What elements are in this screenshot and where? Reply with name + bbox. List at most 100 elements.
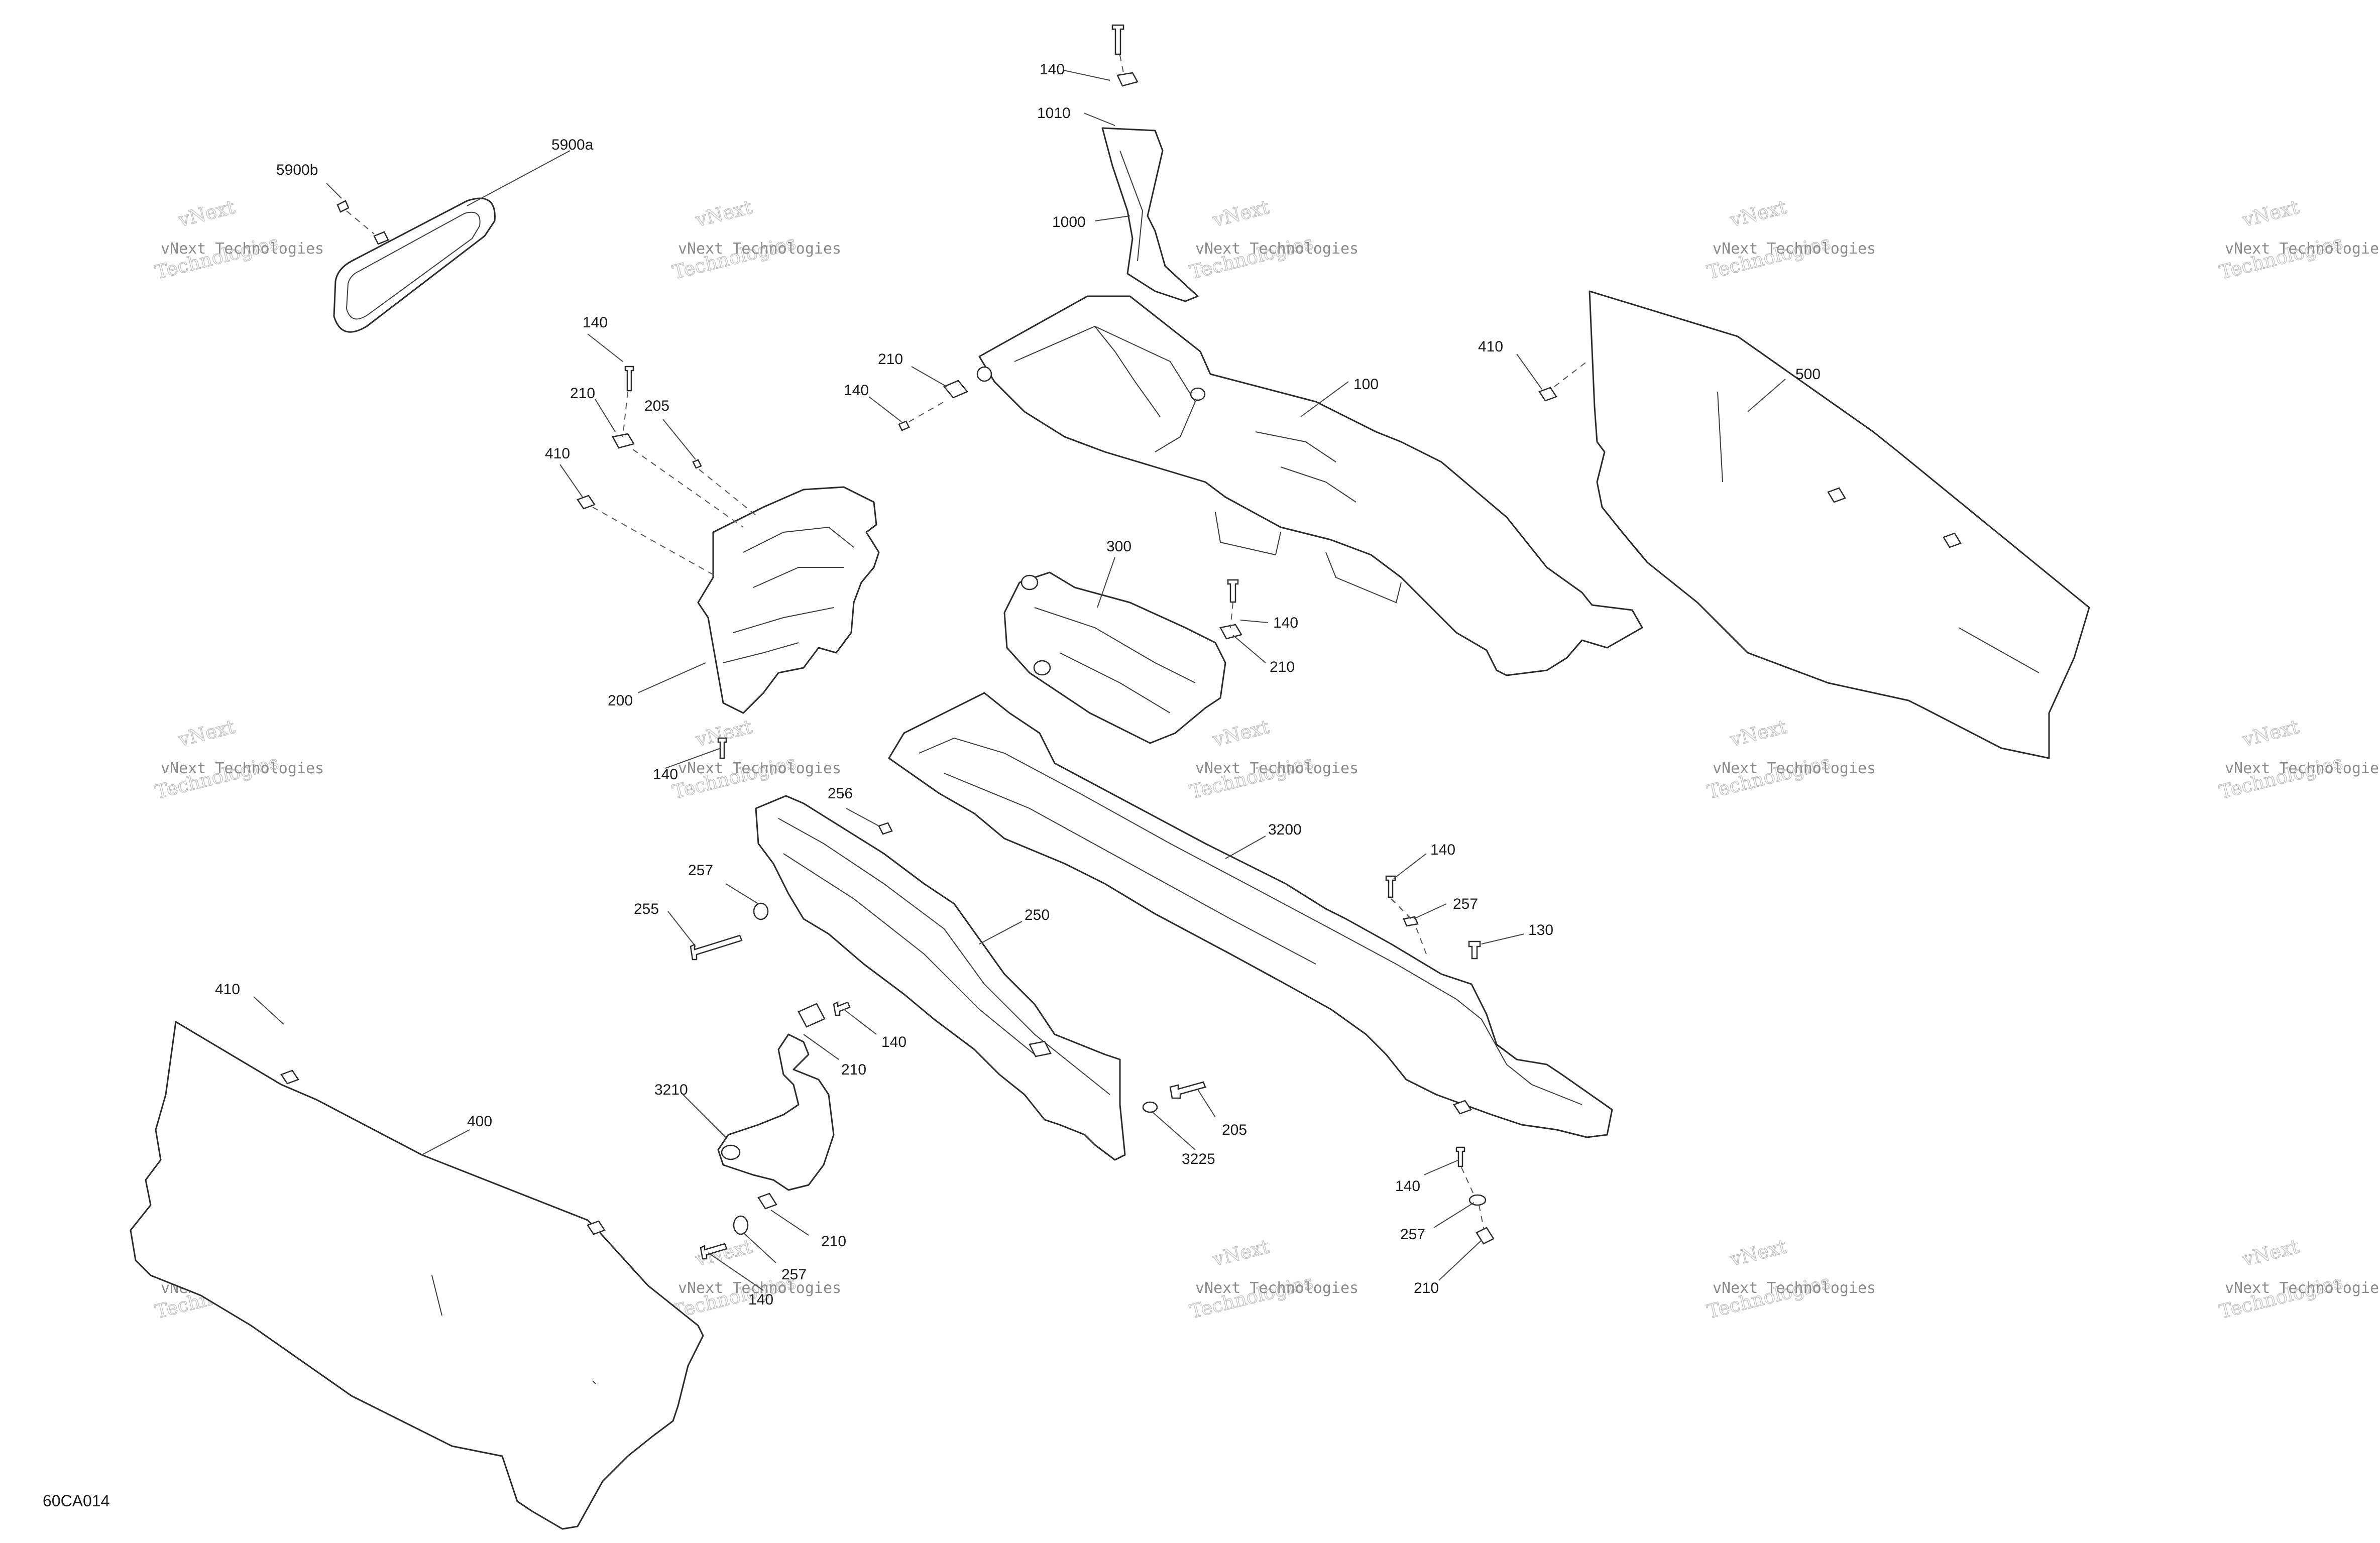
callout-410: 410: [545, 445, 570, 462]
callout-140: 140: [653, 766, 678, 783]
callout-140: 140: [748, 1291, 773, 1308]
part-clip-410-right: [1538, 361, 1588, 402]
watermark-top-text: vNext: [1728, 196, 1789, 231]
part-fasteners-300: [1219, 579, 1242, 640]
callout-210: 210: [821, 1233, 846, 1250]
watermark-top-text: vNext: [2240, 716, 2301, 751]
part-rail-250: [755, 795, 1126, 1161]
part-fasteners-tunnel-left: [898, 380, 969, 431]
watermark-small-text: vNext Technologies: [2225, 1279, 2380, 1297]
callout-1010: 1010: [1037, 105, 1071, 122]
watermark-top-text: vNext: [1728, 1235, 1789, 1270]
callout-205: 205: [644, 398, 669, 414]
callout-140: 140: [1273, 615, 1298, 631]
watermark-small-text: vNext Technologies: [678, 760, 841, 777]
callout-140: 140: [1430, 842, 1455, 858]
callout-3210: 3210: [654, 1082, 688, 1098]
callout-210: 210: [1414, 1280, 1439, 1296]
callout-257: 257: [1400, 1226, 1425, 1243]
callout-500: 500: [1795, 366, 1821, 383]
watermark-small-text: vNext Technologies: [1713, 760, 1876, 777]
watermark-top-text: vNext: [1728, 716, 1789, 751]
callout-210: 210: [570, 385, 595, 402]
part-bracket-300: [1003, 571, 1226, 744]
watermark-top-text: vNext: [1210, 196, 1272, 231]
callout-410: 410: [215, 981, 240, 998]
callout-140: 140: [1040, 61, 1065, 78]
callout-1000: 1000: [1052, 214, 1086, 230]
callout-200: 200: [608, 692, 633, 709]
part-bracket-3210: [717, 1001, 851, 1191]
callout-140: 140: [881, 1034, 906, 1050]
part-rail-3200: [888, 692, 1613, 1138]
callout-256: 256: [828, 785, 853, 802]
watermark-small-text: vNext Technologies: [161, 760, 324, 777]
watermark-top-text: vNext: [1210, 1235, 1272, 1270]
callout-5900a: 5900a: [551, 137, 594, 153]
callout-257: 257: [1453, 896, 1478, 912]
watermark-top-text: vNext: [2240, 196, 2301, 231]
callout-140: 140: [1395, 1178, 1420, 1195]
watermark-top-text: vNext: [2240, 1235, 2301, 1270]
callout-3225: 3225: [1182, 1151, 1215, 1167]
part-fasteners-200: [577, 366, 759, 759]
part-bracket-200: [697, 486, 880, 714]
part-mirror-5900a: [333, 197, 496, 333]
callout-257: 257: [781, 1266, 807, 1283]
callout-250: 250: [1025, 907, 1050, 923]
part-screw-5900b: [336, 200, 375, 234]
part-tunnel-100: [976, 295, 1643, 676]
part-strip-1000: [1101, 127, 1199, 302]
leader-lines: [253, 70, 1786, 1291]
callout-130: 130: [1528, 922, 1553, 938]
callout-257: 257: [688, 862, 713, 879]
watermark-top-text: vNext: [1210, 716, 1272, 751]
watermark-top-text: vNext: [176, 196, 237, 231]
callout-255: 255: [634, 901, 659, 917]
callout-140: 140: [844, 382, 869, 399]
watermark-small-text: vNext Technologies: [2225, 240, 2380, 258]
part-panel-500: [1589, 290, 2090, 759]
watermark-small-text: vNext Technologies: [1195, 1279, 1358, 1297]
callout-205: 205: [1222, 1122, 1247, 1138]
watermark-small-text: vNext Technologies: [678, 240, 841, 258]
callout-140: 140: [583, 314, 608, 331]
part-fasteners-top: [1111, 24, 1139, 87]
part-fasteners-250: [690, 822, 1206, 1113]
part-panel-400: [130, 1021, 704, 1530]
callout-100: 100: [1353, 376, 1379, 393]
watermark-small-text: vNext Technologies: [2225, 760, 2380, 777]
callout-210: 210: [878, 351, 903, 368]
watermark-small-text: vNext Technologies: [1713, 1279, 1876, 1297]
watermark-top-text: vNext: [176, 716, 237, 751]
callout-400: 400: [467, 1113, 492, 1130]
watermark-small-text: vNext Technologies: [1195, 240, 1358, 258]
drawing-code: 60CA014: [43, 1492, 109, 1510]
watermark-small-text: vNext Technologies: [1195, 760, 1358, 777]
callout-5900b: 5900b: [276, 162, 318, 178]
watermark-top-text: vNext: [693, 196, 754, 231]
watermark-small-text: vNext Technologies: [1713, 240, 1876, 258]
watermark-small-text: vNext Technologies: [161, 240, 324, 258]
callout-300: 300: [1106, 538, 1131, 555]
callout-210: 210: [841, 1061, 866, 1078]
callout-labels: 140 1010 1000 5900b 5900a 140 210 205 41…: [215, 61, 1821, 1308]
part-fasteners-3210: [700, 1193, 777, 1260]
callout-210: 210: [1270, 659, 1295, 675]
callout-3200: 3200: [1268, 821, 1302, 838]
callout-410: 410: [1478, 338, 1503, 355]
